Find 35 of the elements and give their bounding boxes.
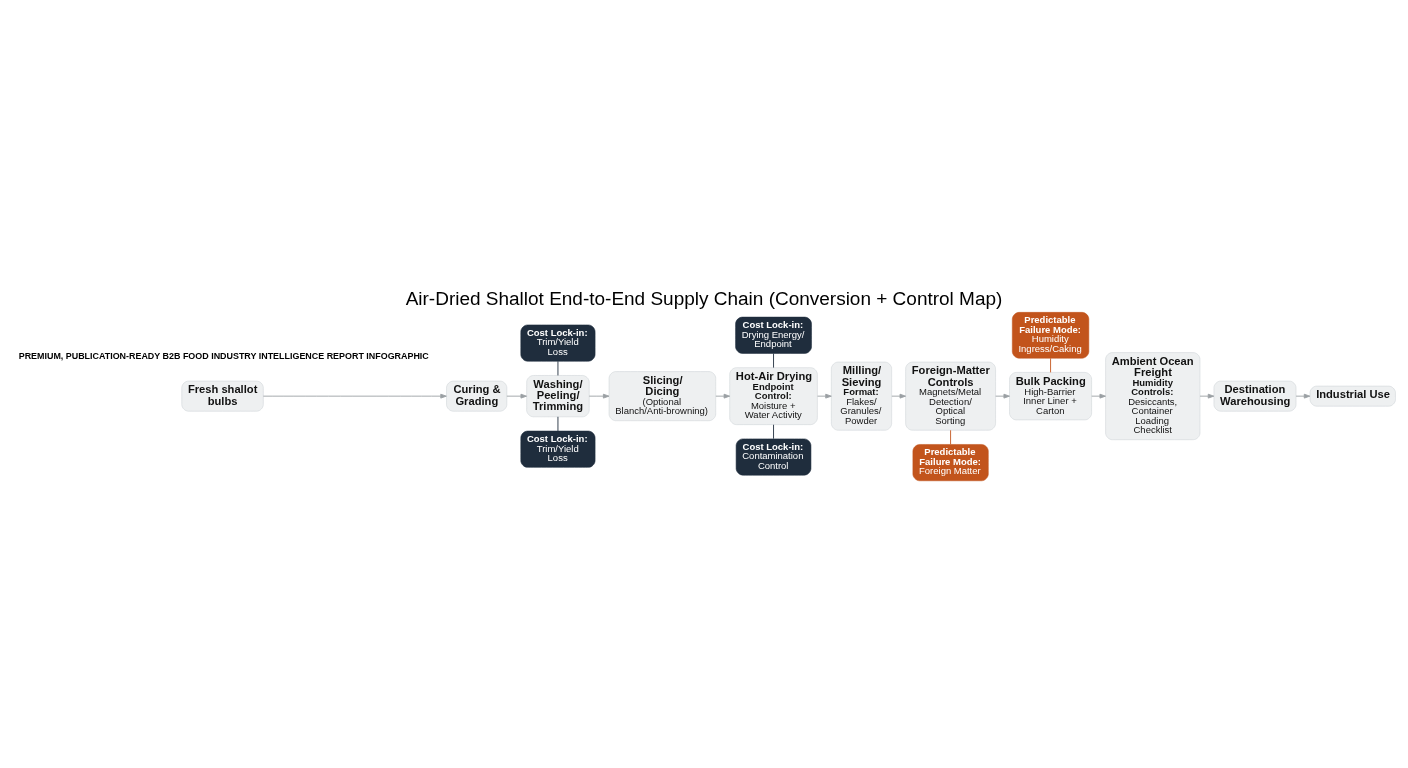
connector: [557, 416, 559, 432]
node-box: Slicing/ Dicing (Optional Blanch/Anti-browning): [608, 371, 716, 421]
node-box: Cost Lock-in: Trim/Yield Loss: [520, 324, 596, 362]
connector: [773, 353, 774, 369]
node-box: Industrial Use: [1309, 385, 1396, 407]
node-box: Cost Lock-in: Trim/Yield Loss: [520, 430, 596, 468]
connector: [557, 360, 559, 376]
node-box: Bulk Packing High-Barrier Inner Liner + Carton: [1009, 372, 1092, 421]
arrow: [1091, 393, 1106, 399]
connector: [950, 429, 952, 445]
diagram-title: Air-Dried Shallot End-to-End Supply Chain (Conversion + Control Map): [405, 287, 1003, 309]
node-box: Washing/ Peeling/ Trimming: [526, 375, 590, 418]
node-box: Curing & Grading: [446, 380, 508, 412]
node-box: Fresh shallot bulbs: [181, 380, 264, 412]
arrow: [995, 393, 1010, 399]
node-box: Cost Lock-in: Contamination Control: [735, 438, 812, 476]
connector: [1050, 357, 1051, 373]
node-box: Destination Warehousing: [1213, 380, 1297, 412]
node-box: Ambient Ocean Freight Humidity Controls: Desiccants, Container Loading Checklist: [1105, 352, 1201, 440]
arrow: [891, 393, 907, 399]
arrow: [1295, 393, 1311, 399]
arrow: [715, 393, 731, 399]
node-box: Milling/ Sieving Format: Flakes/ Granules/ Powder: [831, 361, 892, 431]
node-box: Foreign-Matter Controls Magnets/Metal Detection/ Optical Sorting: [905, 361, 996, 431]
arrow: [817, 393, 832, 399]
label: PREMIUM, PUBLICATION-READY B2B FOOD INDUSTRY INTELLIGENCE REPORT INFOGRAPHIC: [18, 350, 429, 361]
arrow: [262, 393, 447, 399]
arrow: [588, 393, 610, 399]
node-box: Hot-Air Drying Endpoint Control: Moisture + Water Activity: [729, 367, 818, 425]
arrow: [1199, 393, 1215, 399]
node-box: Predictable Failure Mode: Foreign Matter: [912, 444, 989, 482]
node-box: Cost Lock-in: Drying Energy/ Endpoint: [735, 316, 812, 354]
node-box: Predictable Failure Mode: Humidity Ingress/Caking: [1012, 312, 1090, 359]
arrow: [506, 393, 527, 399]
connector: [773, 424, 774, 440]
